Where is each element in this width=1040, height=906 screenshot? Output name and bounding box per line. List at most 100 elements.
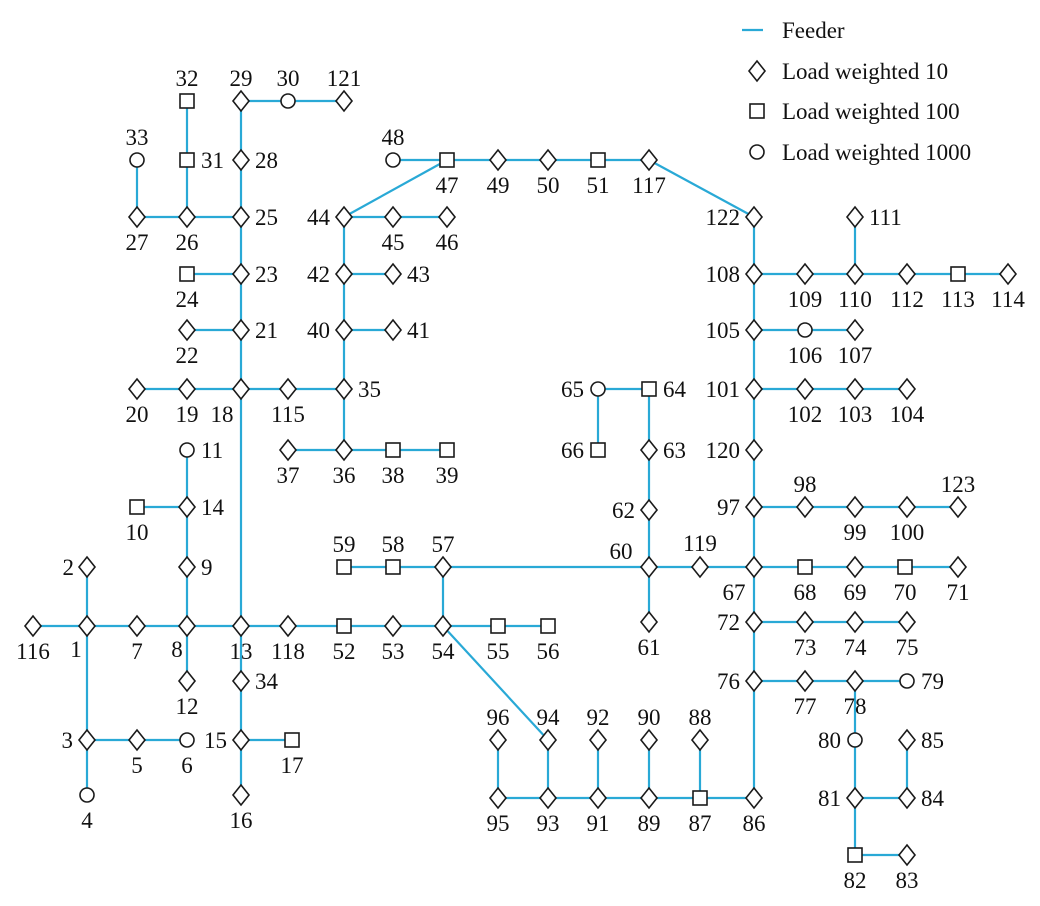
node-117-diamond-icon bbox=[639, 148, 659, 172]
node-label-3: 3 bbox=[62, 728, 74, 753]
node-label-44: 44 bbox=[307, 205, 331, 230]
node-21-diamond-icon bbox=[231, 318, 251, 342]
node-label-59: 59 bbox=[333, 532, 356, 557]
node-48-circle-icon bbox=[385, 152, 401, 168]
node-41-diamond-icon bbox=[383, 318, 403, 342]
node-label-9: 9 bbox=[201, 555, 213, 580]
node-label-42: 42 bbox=[307, 262, 330, 287]
node-label-102: 102 bbox=[788, 402, 823, 427]
node-68-square-icon bbox=[797, 559, 813, 575]
node-label-78: 78 bbox=[844, 694, 867, 719]
node-121-diamond-icon bbox=[334, 89, 354, 113]
node-label-6: 6 bbox=[181, 753, 193, 778]
node-119-diamond-icon bbox=[690, 555, 710, 579]
node-16-diamond-icon bbox=[231, 783, 251, 807]
node-102-diamond-icon bbox=[795, 377, 815, 401]
node-75-diamond-icon bbox=[897, 610, 917, 634]
node-37-diamond-icon bbox=[278, 438, 298, 462]
node-label-53: 53 bbox=[382, 639, 405, 664]
node-label-66: 66 bbox=[561, 438, 584, 463]
node-86-diamond-icon bbox=[744, 786, 764, 810]
node-108-diamond-icon bbox=[744, 262, 764, 286]
node-98-diamond-icon bbox=[795, 495, 815, 519]
node-4-circle-icon bbox=[79, 787, 95, 803]
node-115-diamond-icon bbox=[278, 377, 298, 401]
node-96-diamond-icon bbox=[488, 728, 508, 752]
node-24-square-icon bbox=[179, 266, 195, 282]
node-31-square-icon bbox=[179, 152, 195, 168]
node-114-diamond-icon bbox=[998, 262, 1018, 286]
node-25-diamond-icon bbox=[231, 205, 251, 229]
node-6-circle-icon bbox=[179, 732, 195, 748]
node-109-diamond-icon bbox=[795, 262, 815, 286]
node-label-99: 99 bbox=[844, 520, 867, 545]
node-23-diamond-icon bbox=[231, 262, 251, 286]
node-label-27: 27 bbox=[126, 230, 149, 255]
node-19-diamond-icon bbox=[177, 377, 197, 401]
node-label-81: 81 bbox=[818, 786, 841, 811]
node-label-37: 37 bbox=[277, 463, 300, 488]
node-42-diamond-icon bbox=[334, 262, 354, 286]
node-51-square-icon bbox=[590, 152, 606, 168]
node-111-diamond-icon bbox=[845, 205, 865, 229]
node-53-diamond-icon bbox=[383, 614, 403, 638]
node-label-76: 76 bbox=[717, 669, 740, 694]
node-55-square-icon bbox=[490, 618, 506, 634]
node-label-61: 61 bbox=[638, 635, 661, 660]
node-56-square-icon bbox=[540, 618, 556, 634]
node-label-52: 52 bbox=[333, 639, 356, 664]
node-28-diamond-icon bbox=[231, 148, 251, 172]
node-76-diamond-icon bbox=[744, 669, 764, 693]
node-label-120: 120 bbox=[706, 438, 741, 463]
node-77-diamond-icon bbox=[795, 669, 815, 693]
node-106-circle-icon bbox=[797, 322, 813, 338]
node-43-diamond-icon bbox=[383, 262, 403, 286]
node-112-diamond-icon bbox=[897, 262, 917, 286]
node-66-square-icon bbox=[590, 442, 606, 458]
node-82-square-icon bbox=[847, 847, 863, 863]
node-45-diamond-icon bbox=[383, 205, 403, 229]
node-label-105: 105 bbox=[706, 318, 741, 343]
node-101-diamond-icon bbox=[744, 377, 764, 401]
node-54-diamond-icon bbox=[433, 614, 453, 638]
node-label-50: 50 bbox=[537, 173, 560, 198]
node-label-98: 98 bbox=[794, 472, 817, 497]
node-label-28: 28 bbox=[255, 148, 278, 173]
node-label-63: 63 bbox=[663, 438, 686, 463]
node-59-square-icon bbox=[336, 559, 352, 575]
node-label-40: 40 bbox=[307, 318, 330, 343]
node-label-65: 65 bbox=[561, 377, 584, 402]
node-label-113: 113 bbox=[941, 287, 975, 312]
node-9-diamond-icon bbox=[177, 555, 197, 579]
node-label-46: 46 bbox=[436, 230, 459, 255]
node-90-diamond-icon bbox=[639, 728, 659, 752]
node-label-5: 5 bbox=[131, 753, 143, 778]
node-label-25: 25 bbox=[255, 205, 278, 230]
node-83-diamond-icon bbox=[897, 843, 917, 867]
node-label-72: 72 bbox=[717, 610, 740, 635]
node-30-circle-icon bbox=[280, 93, 296, 109]
node-label-116: 116 bbox=[16, 639, 50, 664]
node-label-95: 95 bbox=[487, 811, 510, 836]
node-label-103: 103 bbox=[838, 402, 873, 427]
node-17-square-icon bbox=[284, 732, 300, 748]
node-label-7: 7 bbox=[131, 639, 143, 664]
node-118-diamond-icon bbox=[278, 614, 298, 638]
node-label-93: 93 bbox=[537, 811, 560, 836]
node-5-diamond-icon bbox=[127, 728, 147, 752]
node-94-diamond-icon bbox=[538, 728, 558, 752]
node-2-diamond-icon bbox=[77, 555, 97, 579]
node-100-diamond-icon bbox=[897, 495, 917, 519]
node-label-64: 64 bbox=[663, 377, 687, 402]
node-label-21: 21 bbox=[255, 318, 278, 343]
node-label-115: 115 bbox=[271, 402, 305, 427]
node-47-square-icon bbox=[439, 152, 455, 168]
node-103-diamond-icon bbox=[845, 377, 865, 401]
node-67-diamond-icon bbox=[744, 555, 764, 579]
legend-load10-label: Load weighted 10 bbox=[782, 59, 948, 84]
node-label-22: 22 bbox=[176, 343, 199, 368]
feeder-edge-117-122 bbox=[648, 159, 755, 218]
node-label-111: 111 bbox=[869, 205, 902, 230]
node-label-75: 75 bbox=[896, 635, 919, 660]
